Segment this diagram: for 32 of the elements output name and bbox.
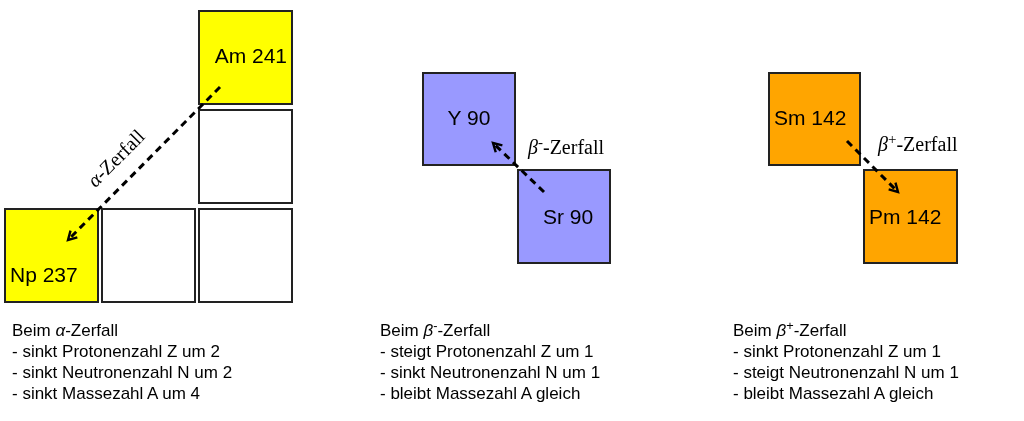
decay-arrow: [66, 85, 222, 242]
nuclide-name: Pm 142: [869, 206, 942, 227]
nuclide-name: Am 241: [214, 45, 287, 66]
empty-nuclide-box: [198, 208, 293, 303]
nuclide-box: [4, 208, 99, 303]
heading-text: Beim α-Zerfall: [12, 320, 120, 341]
rule-text: - steigt Neutronenzahl N um 1: [733, 362, 959, 383]
rule-text: - sinkt Protonenzahl Z um 2: [12, 341, 221, 362]
rule-text: - steigt Protonenzahl Z um 1: [380, 341, 595, 362]
nuclide-name: Np 237: [10, 264, 78, 285]
edge-label: β$^{+}$-Zerfall: [878, 134, 958, 154]
decay-arrow: [491, 141, 546, 194]
nuclide-box: [422, 72, 516, 166]
rule-text: - bleibt Massezahl A gleich: [733, 383, 935, 404]
heading-text: Beim β$^{+}$-Zerfall: [733, 320, 848, 341]
edge-label: β$^{-}$-Zerfall: [528, 137, 605, 157]
nuclide-box: [198, 10, 293, 105]
rule-text: - sinkt Protonenzahl Z um 1: [733, 341, 942, 362]
decay-arrow: [845, 139, 900, 194]
nuclide-name: Sm 142: [774, 106, 847, 128]
rule-text: - sinkt Neutronenzahl N um 1: [380, 362, 601, 383]
nuclide-name: Sr 90: [542, 206, 594, 227]
rule-text: - bleibt Massezahl A gleich: [380, 383, 582, 404]
heading-text: Beim β$^{-}$-Zerfall: [380, 320, 492, 341]
rule-text: - sinkt Neutronenzahl N um 2: [12, 362, 233, 383]
empty-nuclide-box: [101, 208, 196, 303]
nuclide-box: [517, 169, 611, 264]
nuclide-box: [768, 72, 861, 166]
empty-nuclide-box: [198, 109, 293, 204]
rule-text: - sinkt Massezahl A um 4: [12, 383, 202, 404]
nuclide-name: Y 90: [447, 106, 491, 128]
nuclide-box: [863, 169, 958, 264]
